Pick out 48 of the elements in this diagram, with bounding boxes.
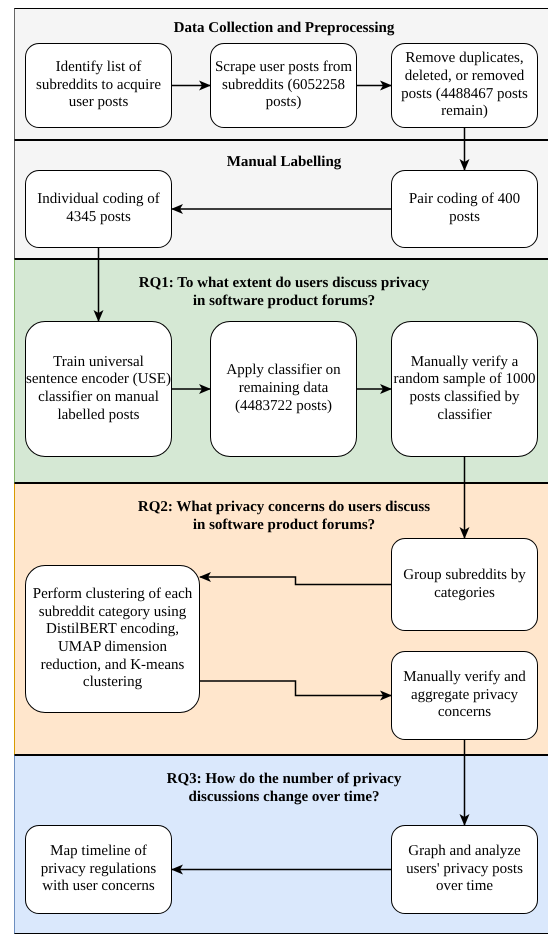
process-box	[25, 565, 200, 713]
step-text: Group subreddits by categories	[402, 566, 527, 602]
arrow	[460, 740, 470, 826]
section-band	[14, 8, 548, 140]
step-text: Graph and analyze users' privacy posts over time	[405, 842, 524, 896]
process-box	[25, 825, 172, 914]
section-heading: Manual Labelling	[226, 153, 342, 171]
step-text: Manually verify and aggregate privacy concerns	[402, 668, 527, 722]
process-box	[391, 825, 538, 914]
step-text: Train universal sentence encoder (USE) classifier on manual labelled posts	[26, 354, 171, 424]
arrow	[199, 572, 391, 586]
arrow	[172, 80, 211, 90]
arrow	[357, 384, 392, 394]
arrow	[172, 384, 211, 394]
process-box	[25, 170, 172, 248]
process-box	[210, 43, 357, 128]
arrow	[171, 204, 391, 214]
step-text: Perform clustering of each subreddit category using DistilBERT encoding, UMAP dimension reduction, and K-means clustering	[32, 586, 194, 692]
section-band	[14, 140, 548, 259]
process-box	[391, 538, 538, 631]
section-band	[14, 755, 548, 934]
process-box	[210, 321, 357, 457]
process-box	[391, 321, 538, 457]
step-text: Individual coding of 4345 posts	[36, 191, 161, 227]
section-heading: RQ1: To what extent do users discuss privacy in software product forums?	[138, 274, 430, 310]
arrow	[171, 864, 391, 874]
step-text: Scrape user posts from subreddits (6052258 posts)	[214, 58, 354, 112]
arrow	[357, 80, 392, 90]
section-heading: RQ3: How do the number of privacy discussions change over time?	[166, 770, 402, 806]
step-text: Pair coding of 400 posts	[408, 191, 522, 227]
step-text: Apply classifier on remaining data (4483722 posts)	[225, 362, 342, 416]
step-text: Map timeline of privacy regulations with user concerns	[40, 842, 158, 896]
step-text: Identify list of subreddits to acquire user posts	[35, 58, 162, 112]
section-band	[14, 483, 548, 755]
section-heading: Data Collection and Preprocessing	[172, 19, 396, 37]
process-box	[391, 43, 538, 128]
step-text: Remove duplicates, deleted, or removed posts (4488467 posts remain)	[400, 50, 529, 121]
section-heading: RQ2: What privacy concerns do users discuss in software product forums?	[136, 498, 432, 534]
arrow	[94, 248, 104, 322]
arrow	[200, 680, 392, 700]
process-box	[391, 170, 538, 248]
process-box	[25, 321, 172, 457]
section-band	[14, 259, 548, 483]
arrow	[460, 128, 470, 171]
process-box	[391, 651, 538, 740]
step-text: Manually verify a random sample of 1000 posts classified by classifier	[392, 354, 537, 424]
process-box	[25, 43, 172, 128]
arrow	[460, 457, 470, 539]
